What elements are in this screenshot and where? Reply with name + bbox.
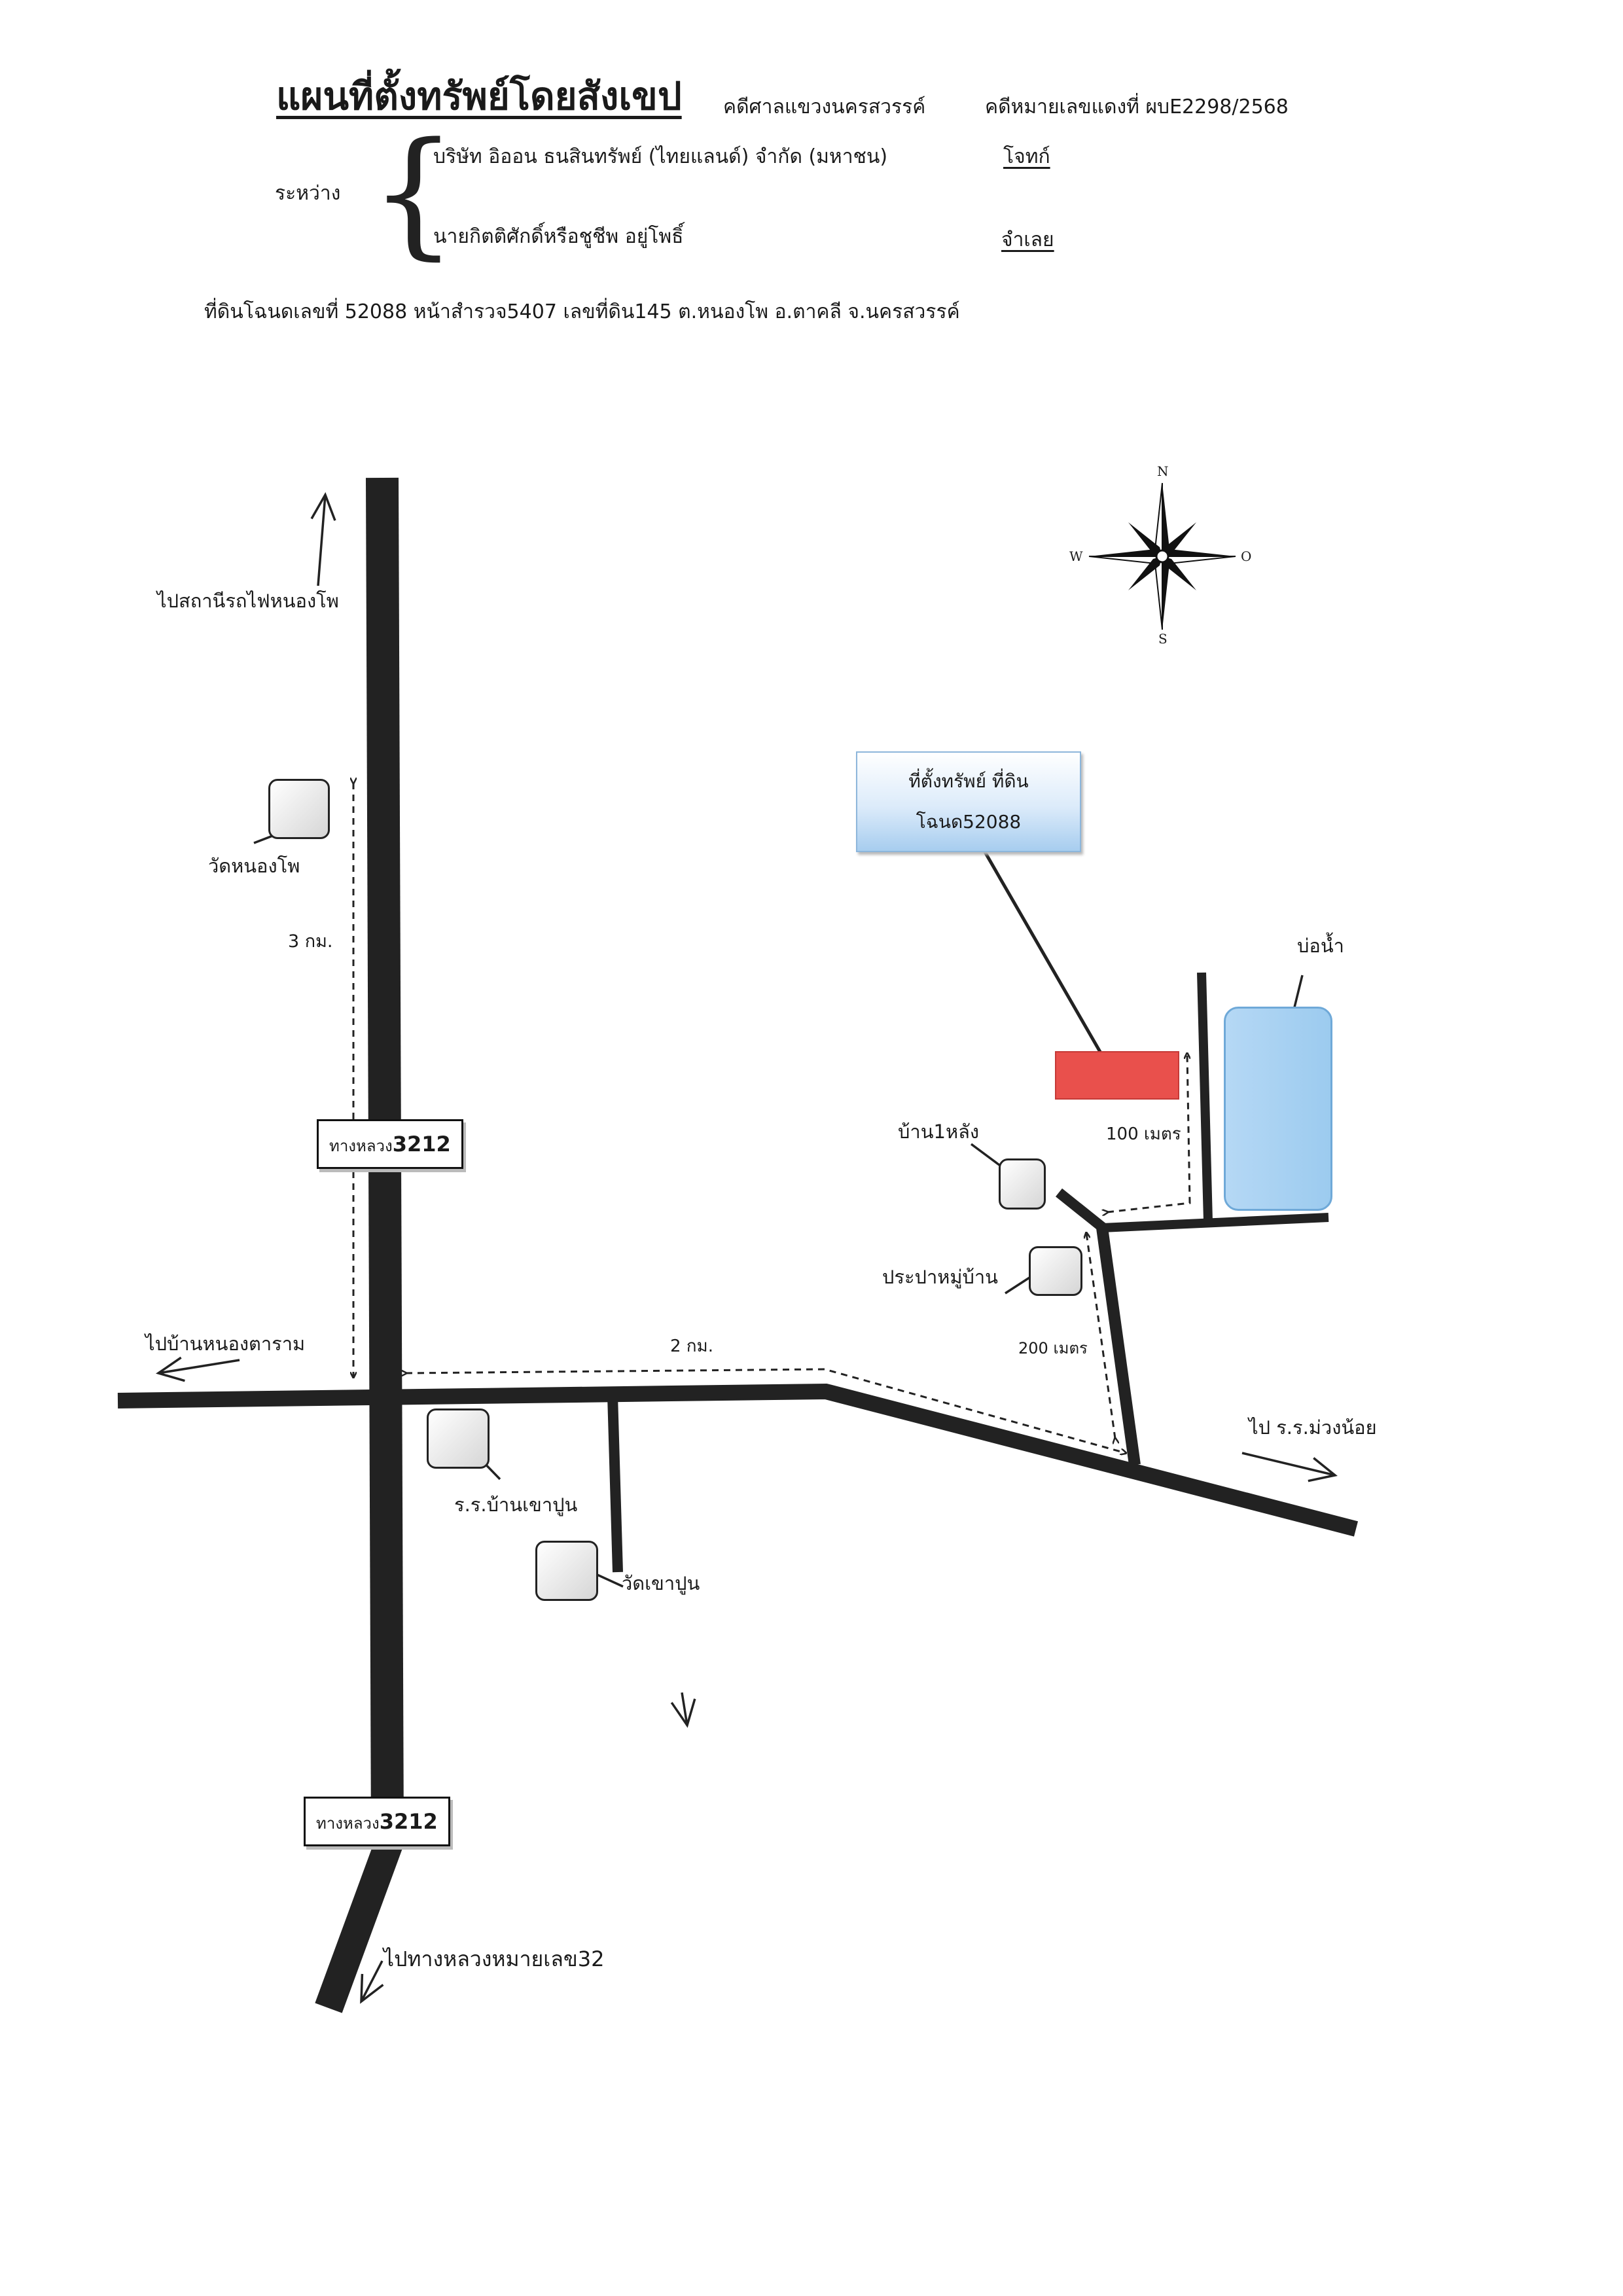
east-west-road: [117, 1383, 1359, 1537]
compass-west: W: [1069, 548, 1083, 564]
label-school-khao-pun: ร.ร.บ้านเขาปูน: [454, 1494, 578, 1516]
wat-khao-pun-marker-icon: [535, 1541, 598, 1601]
wat-nong-pho-marker-icon: [268, 779, 330, 839]
label-100m: 100 เมตร: [1106, 1124, 1181, 1144]
label-to-ban-nong-taram: ไปบ้านหนองตาราม: [145, 1333, 306, 1355]
arrow-to-train-station: [318, 495, 325, 586]
label-one-house: บ้าน1หลัง: [898, 1121, 980, 1143]
branch-road-property: [1096, 1227, 1141, 1466]
compass-north: N: [1157, 463, 1169, 479]
plaintiff-name: บริษัท อิออน ธนสินทรัพย์ (ไทยแลนด์) จำกั…: [433, 145, 888, 168]
arrow-to-highway-32: [361, 1960, 382, 2001]
party-brace: {: [370, 113, 457, 273]
highway-sign-south-prefix: ทางหลวง: [316, 1814, 380, 1833]
property-label-line2: โฉนด52088: [916, 811, 1022, 833]
dash-100m: [1107, 1054, 1191, 1212]
between-label: ระหว่าง: [275, 182, 341, 205]
arrow-stray-down: [682, 1692, 687, 1725]
house-marker-icon: [999, 1158, 1046, 1210]
pond-area: [1224, 1007, 1332, 1211]
highway-3212-south: [315, 1835, 404, 2013]
school-khao-pun-marker-icon: [427, 1408, 490, 1469]
road-east: [1101, 1213, 1329, 1232]
highway-sign-south-number: 3212: [379, 1809, 438, 1834]
highway-sign-south: ทางหลวง3212: [304, 1797, 450, 1846]
label-to-school-muang-noi: ไป ร.ร.ม่วงน้อย: [1249, 1416, 1377, 1439]
court-name: คดีศาลแขวงนครสวรรค์: [723, 96, 926, 118]
label-to-train-station: ไปสถานีรถไฟหนองโพ: [157, 590, 339, 612]
label-to-highway-32: ไปทางหลวงหมายเลข32: [383, 1946, 605, 1971]
case-number: คดีหมายเลขแดงที่ ผบE2298/2568: [985, 96, 1289, 118]
map-title: แผนที่ตั้งทรัพย์โดยสังเขป: [276, 74, 682, 118]
label-pond: บ่อน้ำ: [1297, 935, 1344, 957]
compass-south: S: [1158, 631, 1168, 647]
dash-2km: [406, 1368, 1126, 1453]
branch-road-khao-pun: [607, 1395, 623, 1573]
road-north: [1197, 972, 1213, 1222]
compass-east: O: [1241, 548, 1252, 564]
plaintiff-role: โจทก์: [1003, 145, 1050, 168]
arrow-to-school-muang-noi: [1241, 1452, 1335, 1475]
defendant-name: นายกิตติศักดิ์หรือชูชีพ อยู่โพธิ์: [433, 225, 684, 248]
stub-road-west: [1056, 1188, 1108, 1234]
land-deed-info: ที่ดินโฉนดเลขที่ 52088 หน้าสำรวจ5407 เลข…: [204, 300, 960, 323]
highway-sign-north-prefix: ทางหลวง: [329, 1137, 393, 1155]
defendant-role: จำเลย: [1001, 228, 1054, 251]
label-200m: 200 เมตร: [1018, 1339, 1088, 1357]
label-village-water-supply: ประปาหมู่บ้าน: [882, 1266, 999, 1288]
label-wat-khao-pun: วัดเขาปูน: [622, 1572, 700, 1594]
property-label-box: ที่ตั้งทรัพย์ ที่ดิน โฉนด52088: [856, 751, 1081, 852]
property-label-line1: ที่ตั้งทรัพย์ ที่ดิน: [908, 770, 1029, 792]
pointer-property: [982, 850, 1115, 1075]
compass-rose-icon: [1088, 482, 1236, 630]
water-supply-marker-icon: [1029, 1246, 1082, 1296]
highway-sign-north: ทางหลวง3212: [317, 1119, 463, 1169]
label-2km: 2 กม.: [670, 1336, 713, 1356]
label-wat-nong-pho: วัดหนองโพ: [208, 855, 300, 877]
highway-sign-north-number: 3212: [392, 1132, 451, 1157]
label-3km: 3 กม.: [288, 931, 333, 952]
arrow-to-ban-nong-taram: [158, 1360, 240, 1373]
land-plot-52088: [1055, 1051, 1179, 1100]
